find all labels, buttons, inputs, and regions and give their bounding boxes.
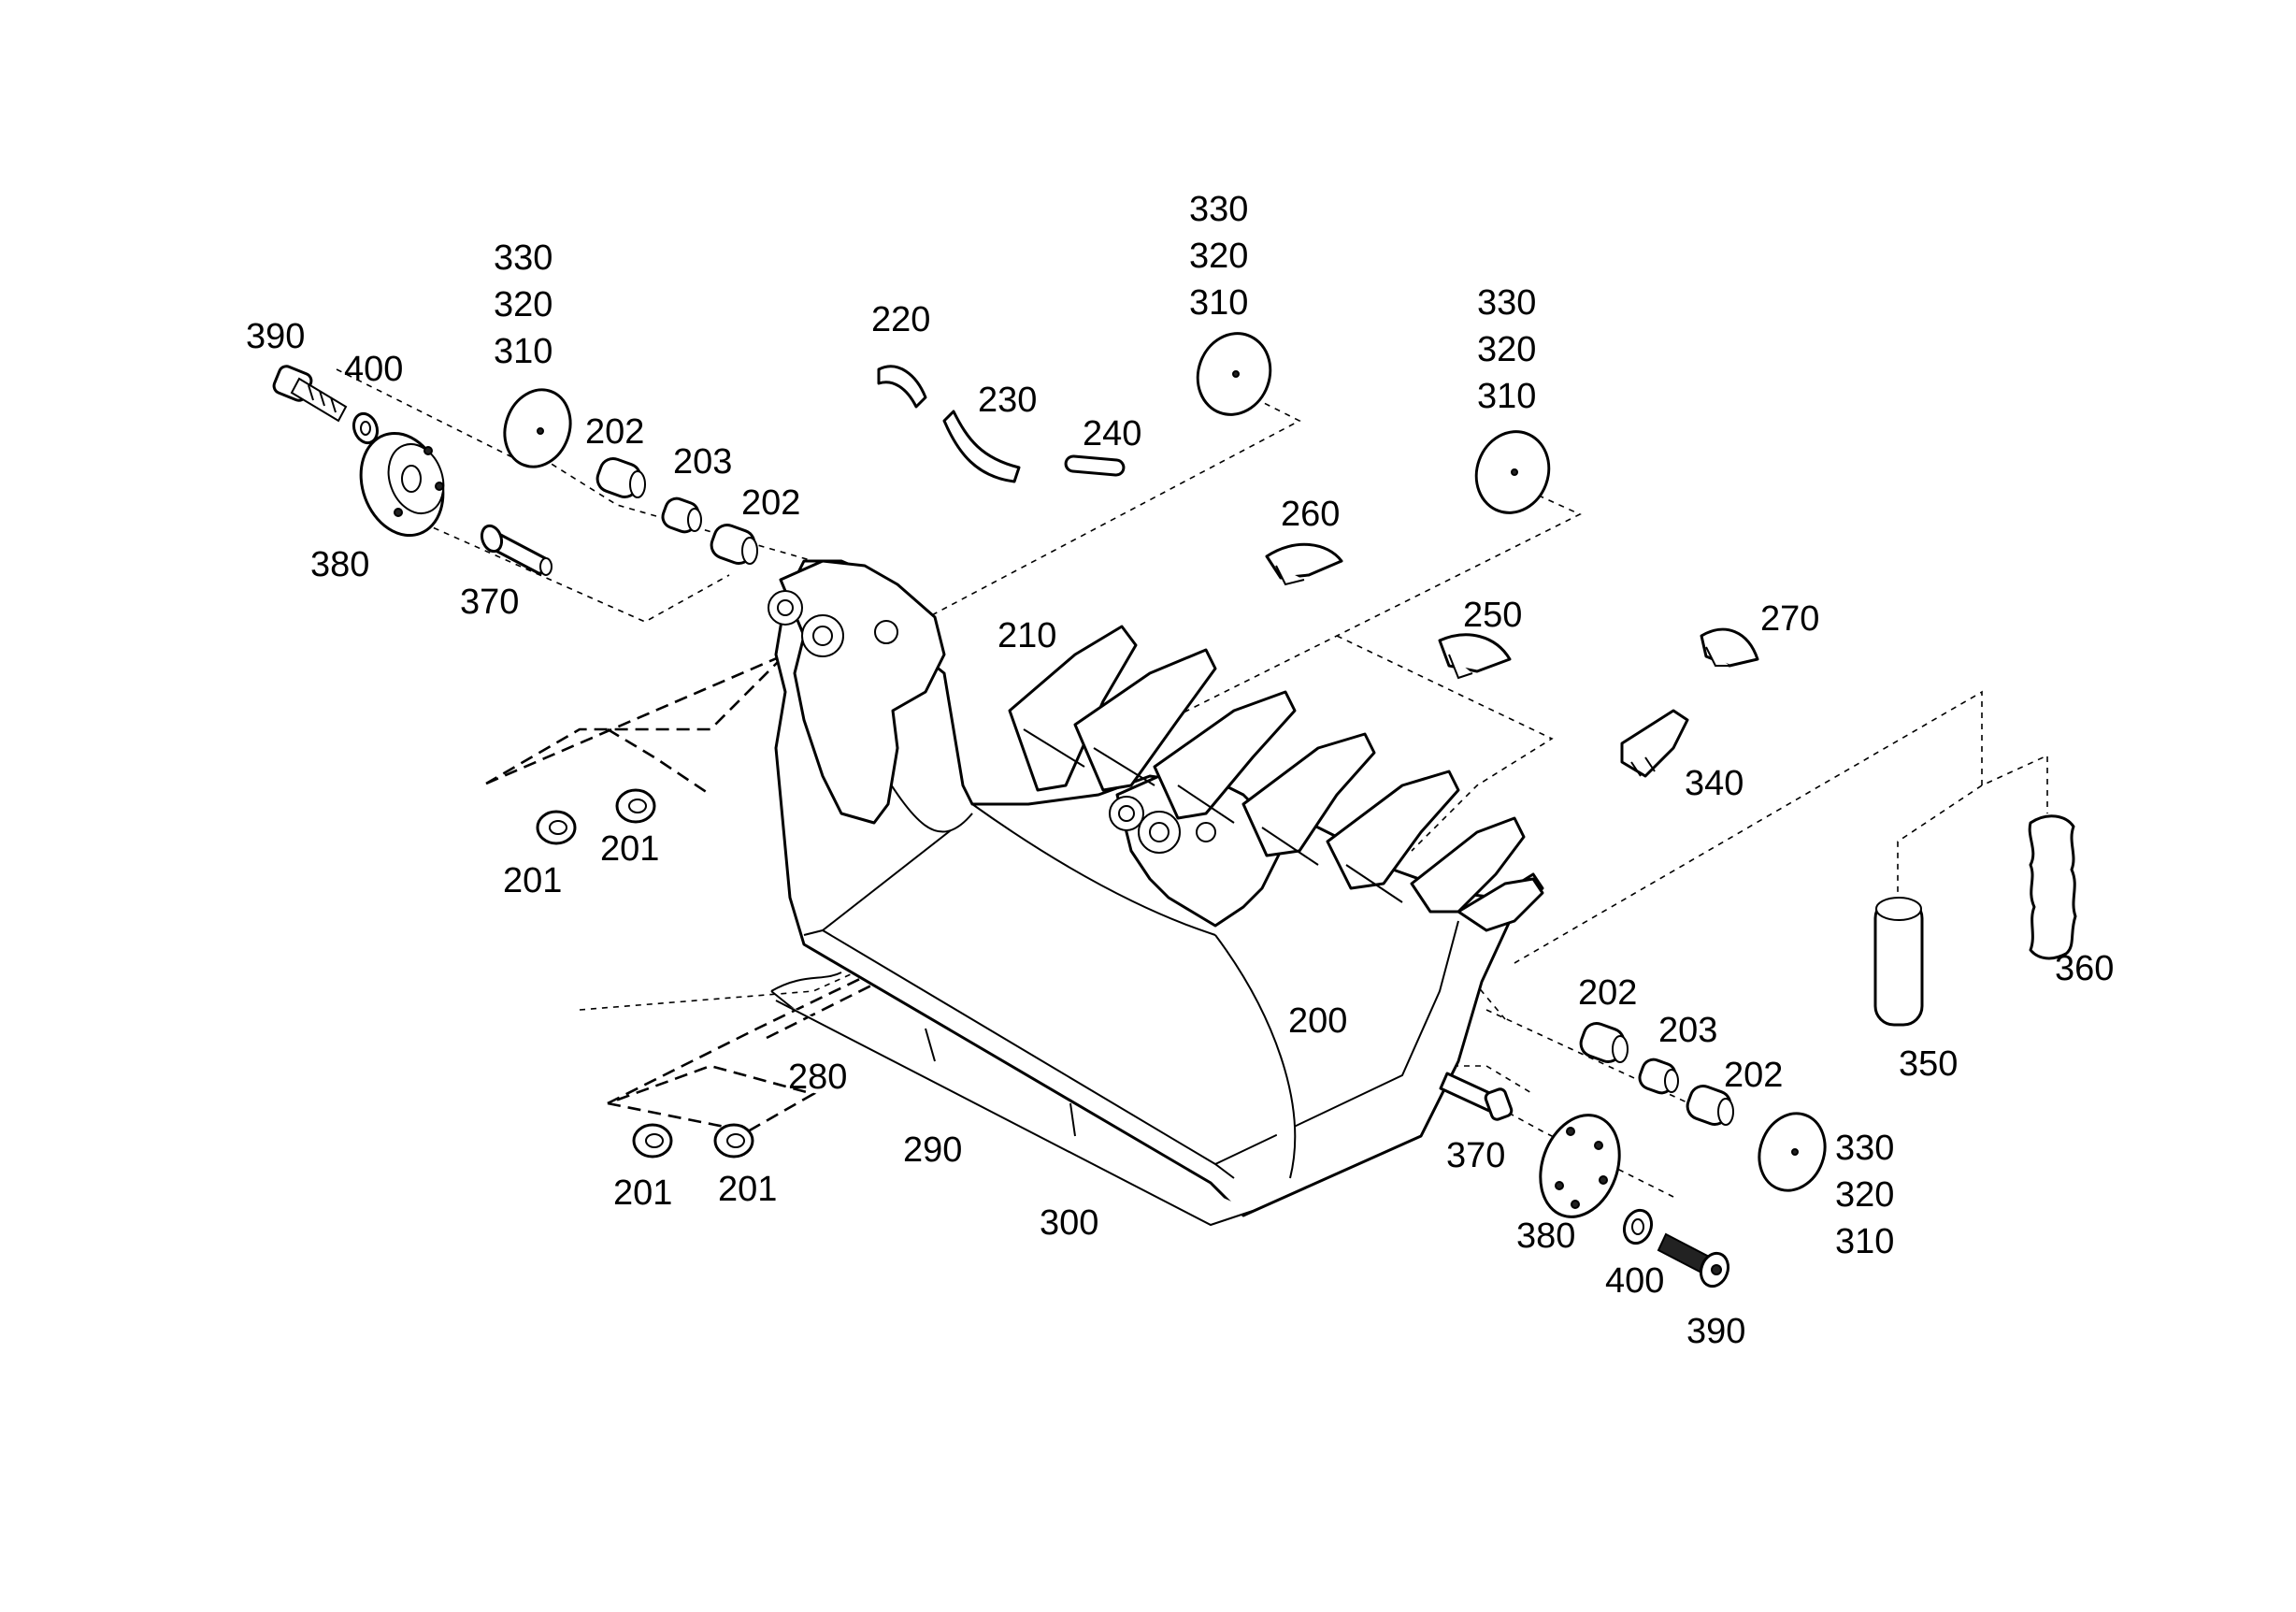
- label-260: 260: [1281, 495, 1340, 534]
- plate-380-right: [1539, 1114, 1621, 1218]
- label-203-left: 203: [673, 442, 732, 482]
- pin-370-right: [1439, 1072, 1514, 1121]
- disc-310-upper-right: [1474, 430, 1551, 514]
- label-220: 220: [871, 300, 930, 339]
- pin-370-left: [480, 524, 552, 576]
- clip-270: [1700, 627, 1759, 668]
- label-330-top: 330: [1189, 190, 1248, 229]
- bucket-teeth: [1008, 625, 1544, 932]
- pin-240: [1064, 454, 1126, 477]
- pin-230: [942, 410, 1021, 483]
- bushing-202-left-a: [596, 457, 646, 498]
- label-370-left: 370: [460, 583, 519, 622]
- disc-310-top: [1196, 332, 1272, 416]
- plate-380-left: [359, 431, 445, 538]
- label-370-right: 370: [1446, 1136, 1505, 1175]
- label-202-right-b: 202: [1724, 1056, 1783, 1095]
- label-201-a: 201: [503, 861, 562, 900]
- clip-250: [1438, 633, 1512, 680]
- label-203-right: 203: [1658, 1011, 1717, 1050]
- tooth-tip-340: [1620, 709, 1689, 778]
- label-390-left: 390: [246, 317, 305, 356]
- label-201-c: 201: [613, 1173, 672, 1213]
- label-201-b: 201: [600, 829, 659, 869]
- label-340: 340: [1685, 764, 1744, 803]
- wedge-220: [877, 365, 927, 409]
- bushing-202-right-a: [1579, 1022, 1629, 1063]
- bushing-202-right-b: [1686, 1085, 1734, 1126]
- bolt-390-left: [272, 365, 348, 423]
- label-202-right-a: 202: [1578, 973, 1637, 1013]
- label-270: 270: [1760, 599, 1819, 639]
- label-360: 360: [2055, 949, 2114, 988]
- label-320-top: 320: [1189, 237, 1248, 276]
- clip-260: [1265, 542, 1343, 586]
- label-320-upper-right: 320: [1477, 330, 1536, 369]
- label-390-right: 390: [1686, 1312, 1745, 1351]
- label-210: 210: [997, 616, 1056, 655]
- label-300: 300: [1040, 1203, 1098, 1243]
- label-380-right: 380: [1516, 1216, 1575, 1256]
- pin-350: [1873, 897, 1924, 1027]
- bolt-390-right: [1657, 1232, 1730, 1288]
- plug-201-a: [536, 810, 577, 845]
- bushing-203-right: [1638, 1058, 1679, 1095]
- label-310-left: 310: [494, 332, 552, 371]
- label-330-left: 330: [494, 238, 552, 278]
- label-310-upper-right: 310: [1477, 377, 1536, 416]
- plug-201-b: [615, 788, 656, 824]
- label-230: 230: [978, 381, 1037, 420]
- disc-310-right: [1758, 1112, 1827, 1192]
- label-280: 280: [788, 1058, 847, 1097]
- bucket-body: [768, 559, 1544, 1227]
- washer-400-left: [352, 411, 380, 445]
- label-330-right: 330: [1835, 1129, 1894, 1168]
- bushing-202-left-b: [710, 524, 758, 565]
- label-290: 290: [903, 1130, 962, 1170]
- label-330-upper-right: 330: [1477, 283, 1536, 323]
- plug-201-d: [713, 1123, 754, 1159]
- label-310-top: 310: [1189, 283, 1248, 323]
- label-202-left-b: 202: [741, 483, 800, 523]
- label-202-left-a: 202: [585, 412, 644, 452]
- plug-201-c: [632, 1123, 673, 1159]
- label-201-d: 201: [718, 1170, 777, 1209]
- washer-400-right: [1622, 1208, 1654, 1245]
- label-320-right: 320: [1835, 1175, 1894, 1215]
- label-240: 240: [1083, 414, 1141, 453]
- label-380-left: 380: [310, 545, 369, 584]
- label-320-left: 320: [494, 285, 552, 324]
- bushing-203-left: [661, 497, 702, 534]
- disc-310-left: [503, 388, 572, 468]
- label-400-left: 400: [344, 350, 403, 389]
- label-200: 200: [1288, 1001, 1347, 1041]
- label-250: 250: [1463, 596, 1522, 635]
- pin-360: [2028, 814, 2077, 960]
- label-350: 350: [1899, 1044, 1958, 1084]
- part-labels: 390 400 380 370 330 320 310 202 203 202 …: [246, 190, 2114, 1351]
- label-400-right: 400: [1605, 1261, 1664, 1301]
- label-310-right: 310: [1835, 1222, 1894, 1261]
